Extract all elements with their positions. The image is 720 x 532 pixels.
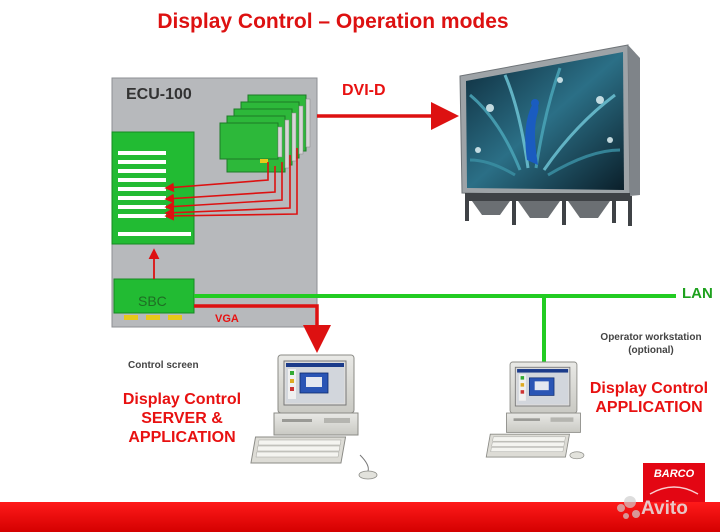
operator-role-line2: APPLICATION bbox=[595, 399, 703, 416]
control-screen-caption: Control screen bbox=[128, 360, 199, 371]
vga-label: VGA bbox=[215, 313, 239, 325]
operator-role-line1: Display Control bbox=[589, 380, 709, 397]
footer-bar bbox=[0, 502, 720, 532]
operator-caption-line2: (optional) bbox=[628, 345, 674, 356]
control-screen-computer bbox=[250, 354, 378, 480]
operator-workstation-computer bbox=[485, 361, 585, 460]
avito-watermark bbox=[617, 496, 640, 519]
server-role-label: Display Control SERVER & APPLICATION bbox=[100, 390, 264, 447]
server-role-line1: Display Control bbox=[122, 391, 242, 408]
sbc-board bbox=[113, 278, 195, 320]
barco-logo-text: BARCO bbox=[653, 468, 695, 480]
ecu-100-label: ECU-100 bbox=[126, 86, 192, 103]
avito-watermark-text: Avito bbox=[641, 498, 688, 519]
barco-logo bbox=[643, 463, 705, 502]
operator-caption: Operator workstation (optional) bbox=[582, 331, 720, 357]
server-role-line2: SERVER & bbox=[141, 410, 223, 427]
card-to-board-links bbox=[164, 148, 298, 221]
main-board bbox=[111, 131, 195, 245]
graphics-cards-stack bbox=[219, 94, 311, 173]
vga-arrow bbox=[194, 304, 331, 353]
operator-caption-line1: Operator workstation bbox=[600, 332, 702, 343]
server-role-line3: APPLICATION bbox=[128, 429, 236, 446]
sbc-label: SBC bbox=[138, 293, 167, 309]
operator-role-label: Display Control APPLICATION bbox=[578, 379, 720, 417]
lan-network-line bbox=[194, 294, 676, 362]
video-wall-display bbox=[459, 44, 640, 226]
lan-label: LAN bbox=[682, 285, 713, 302]
dvi-d-label: DVI-D bbox=[342, 82, 386, 99]
slide-title: Display Control – Operation modes bbox=[157, 10, 509, 33]
